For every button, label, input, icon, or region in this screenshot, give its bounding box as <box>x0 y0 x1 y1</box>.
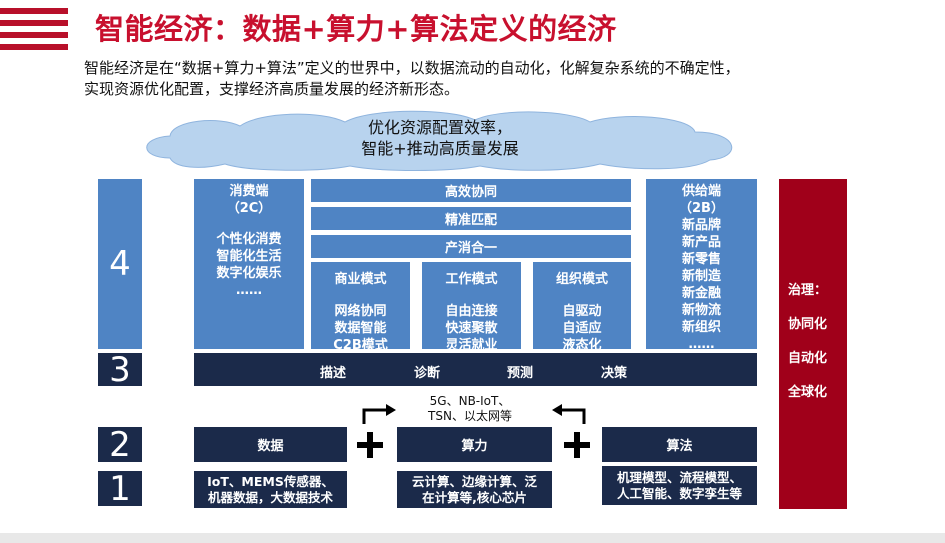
layer1-line: 云计算、边缘计算、泛 <box>411 473 537 489</box>
governance-title: 治理： <box>788 283 828 298</box>
layer1-line: IoT、MEMS传感器、 <box>207 473 334 489</box>
mode-item: 数据智能 <box>334 321 387 336</box>
mode-work: 工作模式 自由连接 快速聚散 灵活就业 <box>422 262 521 353</box>
consumer-item: 数字化娱乐 <box>216 266 282 281</box>
layer1-line: 机理模型、流程模型、 <box>616 469 742 485</box>
layer2-computing: 算力 <box>397 427 552 462</box>
supply-column: 供给端 （2B） 新品牌 新产品 新零售 新制造 新金融 新物流 新组织 …… <box>646 179 757 352</box>
level-4-box: 4 <box>98 179 142 349</box>
supply-item: 新制造 <box>681 269 721 284</box>
consumer-item: …… <box>236 283 262 298</box>
mode-item: 液态化 <box>562 338 602 353</box>
page-description: 智能经济是在“数据+算力+算法”定义的世界中，以数据流动的自动化，化解复杂系统的… <box>84 58 934 100</box>
supply-subtitle: （2B） <box>679 201 724 216</box>
mode-business: 商业模式 网络协同 数据智能 C2B模式 <box>311 262 410 353</box>
consumer-item: 个性化消费 <box>216 232 282 247</box>
mode-item: 自驱动 <box>562 304 602 319</box>
layer1-algorithm-tech: 机理模型、流程模型、 人工智能、数字孪生等 <box>602 466 757 505</box>
supply-item: 新组织 <box>681 320 721 335</box>
level-1-box: 1 <box>98 471 142 506</box>
swap-arrow-icon <box>362 404 396 424</box>
page-title: 智能经济：数据+算力+算法定义的经济 <box>95 12 617 46</box>
level-1-number: 1 <box>109 468 131 509</box>
level-2-number: 2 <box>109 424 131 465</box>
supply-item: 新金融 <box>681 286 721 301</box>
network-line-1: 5G、NB-IoT、 <box>429 394 511 408</box>
plus-icon <box>357 432 383 458</box>
governance-column <box>779 179 847 509</box>
consumer-title: 消费端 <box>229 184 269 199</box>
layer2-data: 数据 <box>194 427 347 462</box>
description-line-2: 实现资源优化配置，支撑经济高质量发展的经济新形态。 <box>84 80 460 98</box>
plus-icon <box>564 432 590 458</box>
governance-item: 协同化 <box>788 317 828 332</box>
level-3-box: 3 <box>98 349 142 390</box>
swap-arrow-icon <box>552 404 586 424</box>
supply-item: 新品牌 <box>681 218 721 233</box>
cloud-text: 优化资源配置效率， 智能+推动高质量发展 <box>130 117 750 159</box>
mode-item: 自由连接 <box>445 304 498 319</box>
level-2-box: 2 <box>98 427 142 462</box>
header-stripes-logo <box>0 8 68 52</box>
governance-text: 治理： 协同化 自动化 全球化 <box>788 282 848 418</box>
bar-prosumer: 产消合一 <box>311 235 631 258</box>
governance-item: 全球化 <box>788 385 828 400</box>
cloud-shape <box>146 110 733 171</box>
consumer-subtitle: （2C） <box>226 201 272 216</box>
description-line-1: 智能经济是在“数据+算力+算法”定义的世界中，以数据流动的自动化，化解复杂系统的… <box>84 59 740 77</box>
governance-item: 自动化 <box>788 351 828 366</box>
cloud-line-1: 优化资源配置效率， <box>367 118 512 137</box>
layer1-line: 机器数据，大数据技术 <box>207 489 333 505</box>
step-diagnose: 诊断 <box>414 366 441 381</box>
mode-title: 组织模式 <box>555 272 608 287</box>
mode-title: 商业模式 <box>334 272 387 287</box>
cloud-line-2: 智能+推动高质量发展 <box>361 139 519 158</box>
mode-item: 网络协同 <box>334 304 387 319</box>
supply-item: 新零售 <box>681 252 721 267</box>
supply-item: 新物流 <box>681 303 721 318</box>
layer1-line: 在计算等,核心芯片 <box>422 489 527 505</box>
mode-organization: 组织模式 自驱动 自适应 液态化 <box>533 262 631 353</box>
layer1-line: 人工智能、数字孪生等 <box>616 485 742 501</box>
mode-item: C2B模式 <box>333 338 388 353</box>
layer1-computing-tech: 云计算、边缘计算、泛 在计算等,核心芯片 <box>397 471 552 508</box>
supply-title: 供给端 <box>681 184 721 199</box>
bar-precise-matching: 精准匹配 <box>311 207 631 230</box>
level-3-number: 3 <box>109 349 131 390</box>
network-line-2: TSN、以太网等 <box>428 409 512 423</box>
supply-item: …… <box>688 337 715 352</box>
bar-efficient-collaboration: 高效协同 <box>311 179 631 202</box>
mode-title: 工作模式 <box>445 272 498 287</box>
layer2-algorithm: 算法 <box>602 427 757 462</box>
supply-item: 新产品 <box>681 235 721 250</box>
layer1-data-tech: IoT、MEMS传感器、 机器数据，大数据技术 <box>194 471 347 508</box>
step-decide: 决策 <box>601 366 628 381</box>
mode-item: 快速聚散 <box>445 321 498 336</box>
step-predict: 预测 <box>507 366 534 381</box>
steps-bar: 描述 诊断 预测 决策 <box>194 353 757 386</box>
mode-item: 灵活就业 <box>445 338 498 353</box>
mode-item: 自适应 <box>562 321 602 336</box>
level-4-number: 4 <box>109 244 131 284</box>
network-text: 5G、NB-IoT、 TSN、以太网等 <box>400 394 540 424</box>
step-describe: 描述 <box>320 366 347 381</box>
consumer-column: 消费端 （2C） 个性化消费 智能化生活 数字化娱乐 …… <box>194 179 304 349</box>
consumer-item: 智能化生活 <box>216 249 282 264</box>
footer-bar <box>0 533 945 543</box>
